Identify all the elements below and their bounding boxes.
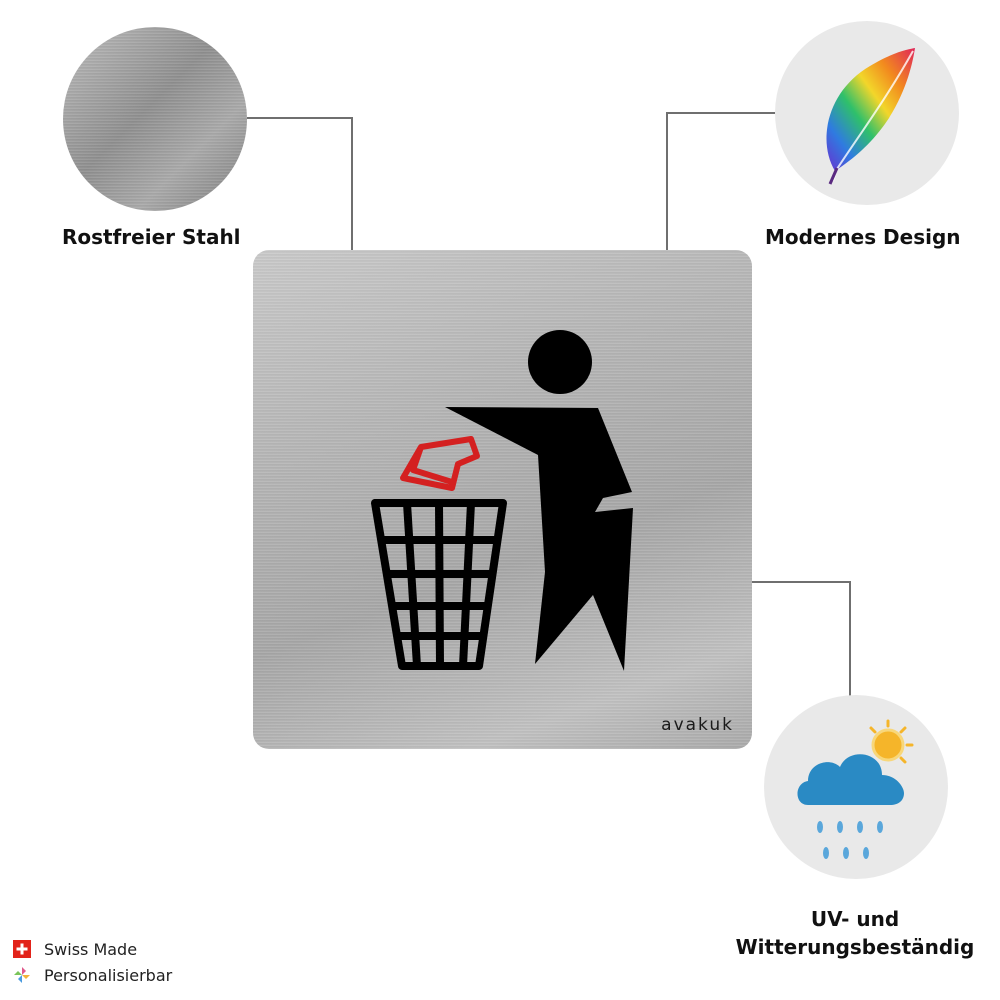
rainbow-feather-icon [826, 48, 915, 185]
badge-personalisierbar: Personalisierbar [13, 962, 172, 988]
cloud-icon [797, 754, 904, 805]
swiss-flag-icon [13, 940, 31, 958]
weather-label: UV- und Witterungsbeständig [720, 905, 990, 961]
brand-logo: avakuk [661, 715, 734, 735]
pinwheel-icon [14, 967, 30, 983]
badge-label: Swiss Made [44, 939, 138, 959]
brushed-steel-swatch [63, 27, 247, 211]
litter-icon [400, 436, 480, 491]
weather-circle [764, 695, 948, 879]
design-label: Modernes Design [765, 225, 961, 249]
litter-pictogram-icon [371, 330, 633, 671]
feather-circle [775, 21, 959, 205]
stainless-steel-sign: avakuk [253, 250, 752, 749]
raindrops-icon [817, 821, 883, 859]
weather-label-line1: UV- und [810, 907, 900, 931]
person-head-icon [528, 330, 592, 394]
badge-label: Personalisierbar [44, 965, 173, 985]
trash-bin-icon [371, 499, 507, 670]
rain-cloud-sun-icon [797, 719, 914, 859]
steel-label: Rostfreier Stahl [62, 225, 241, 249]
badge-swiss-made: Swiss Made [13, 936, 172, 962]
weather-label-line2: Witterungsbeständig [735, 935, 975, 959]
sun-icon [869, 719, 914, 764]
person-body-icon [445, 407, 633, 671]
badge-list: Swiss Made Personalisierbar [13, 936, 172, 988]
